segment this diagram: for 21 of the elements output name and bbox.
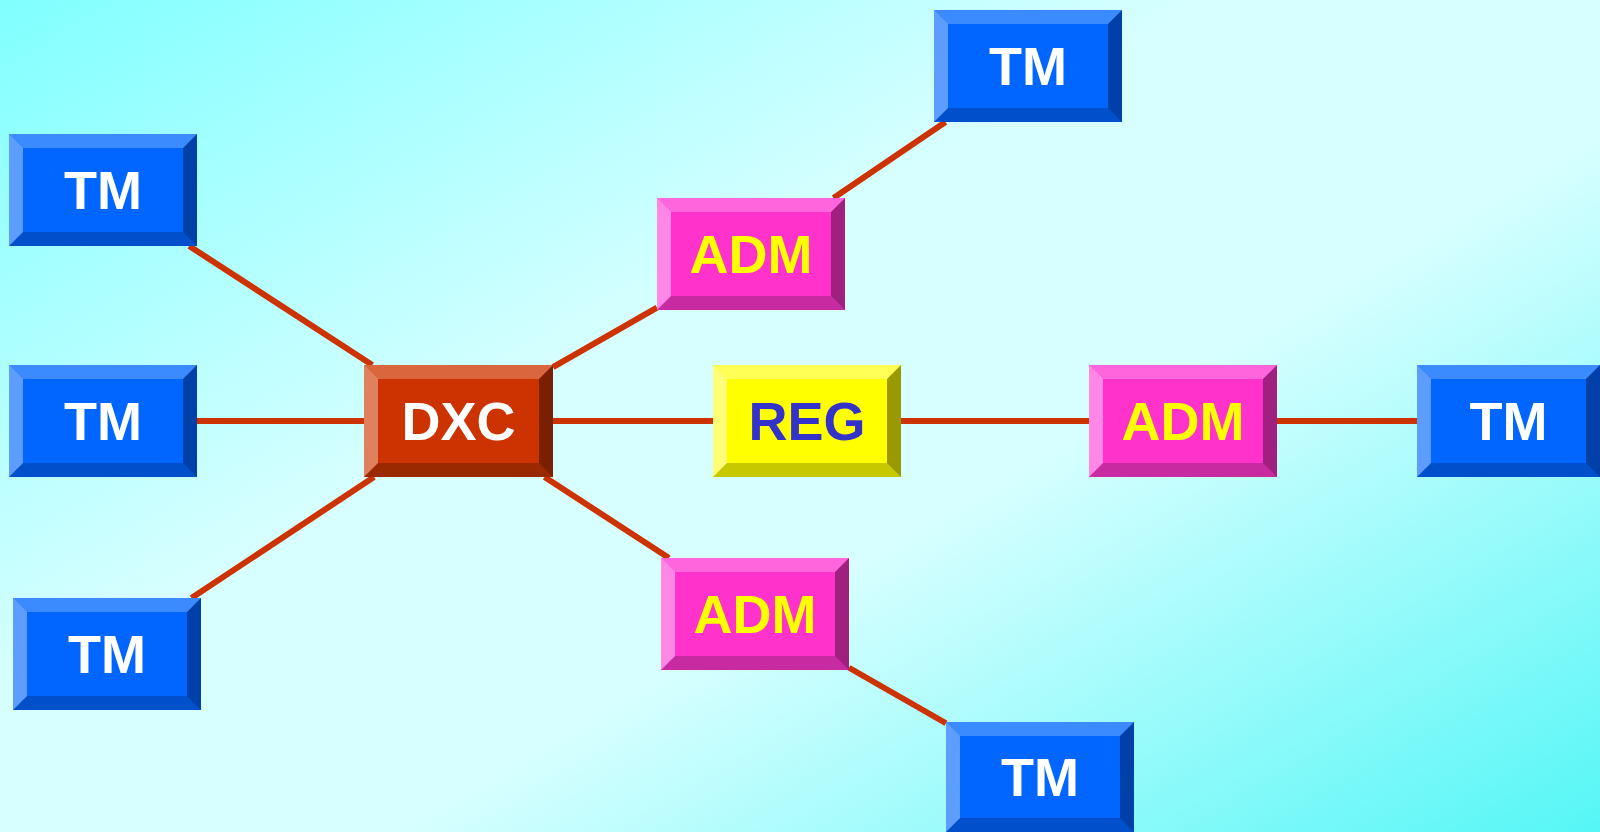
network-element-box: ADM (661, 558, 849, 670)
connector-line (551, 305, 659, 370)
connector-line (831, 119, 948, 201)
connector-line (901, 418, 1089, 424)
network-element-box: DXC (364, 365, 553, 477)
network-element-box: TM (9, 134, 197, 246)
connector-line (197, 418, 364, 424)
connector-line (189, 474, 376, 601)
network-element-box: ADM (1089, 365, 1277, 477)
network-element-box: TM (1417, 365, 1600, 477)
network-element-box: TM (13, 598, 201, 710)
connector-line (553, 418, 713, 424)
network-element-box: TM (946, 722, 1134, 832)
network-element-box: TM (934, 10, 1122, 122)
connector-line (187, 243, 374, 368)
network-element-box: TM (9, 365, 197, 477)
connector-line (847, 665, 948, 726)
network-element-box: REG (713, 365, 901, 477)
connector-line (542, 474, 671, 561)
network-element-box: ADM (657, 198, 845, 310)
connector-line (1277, 418, 1417, 424)
